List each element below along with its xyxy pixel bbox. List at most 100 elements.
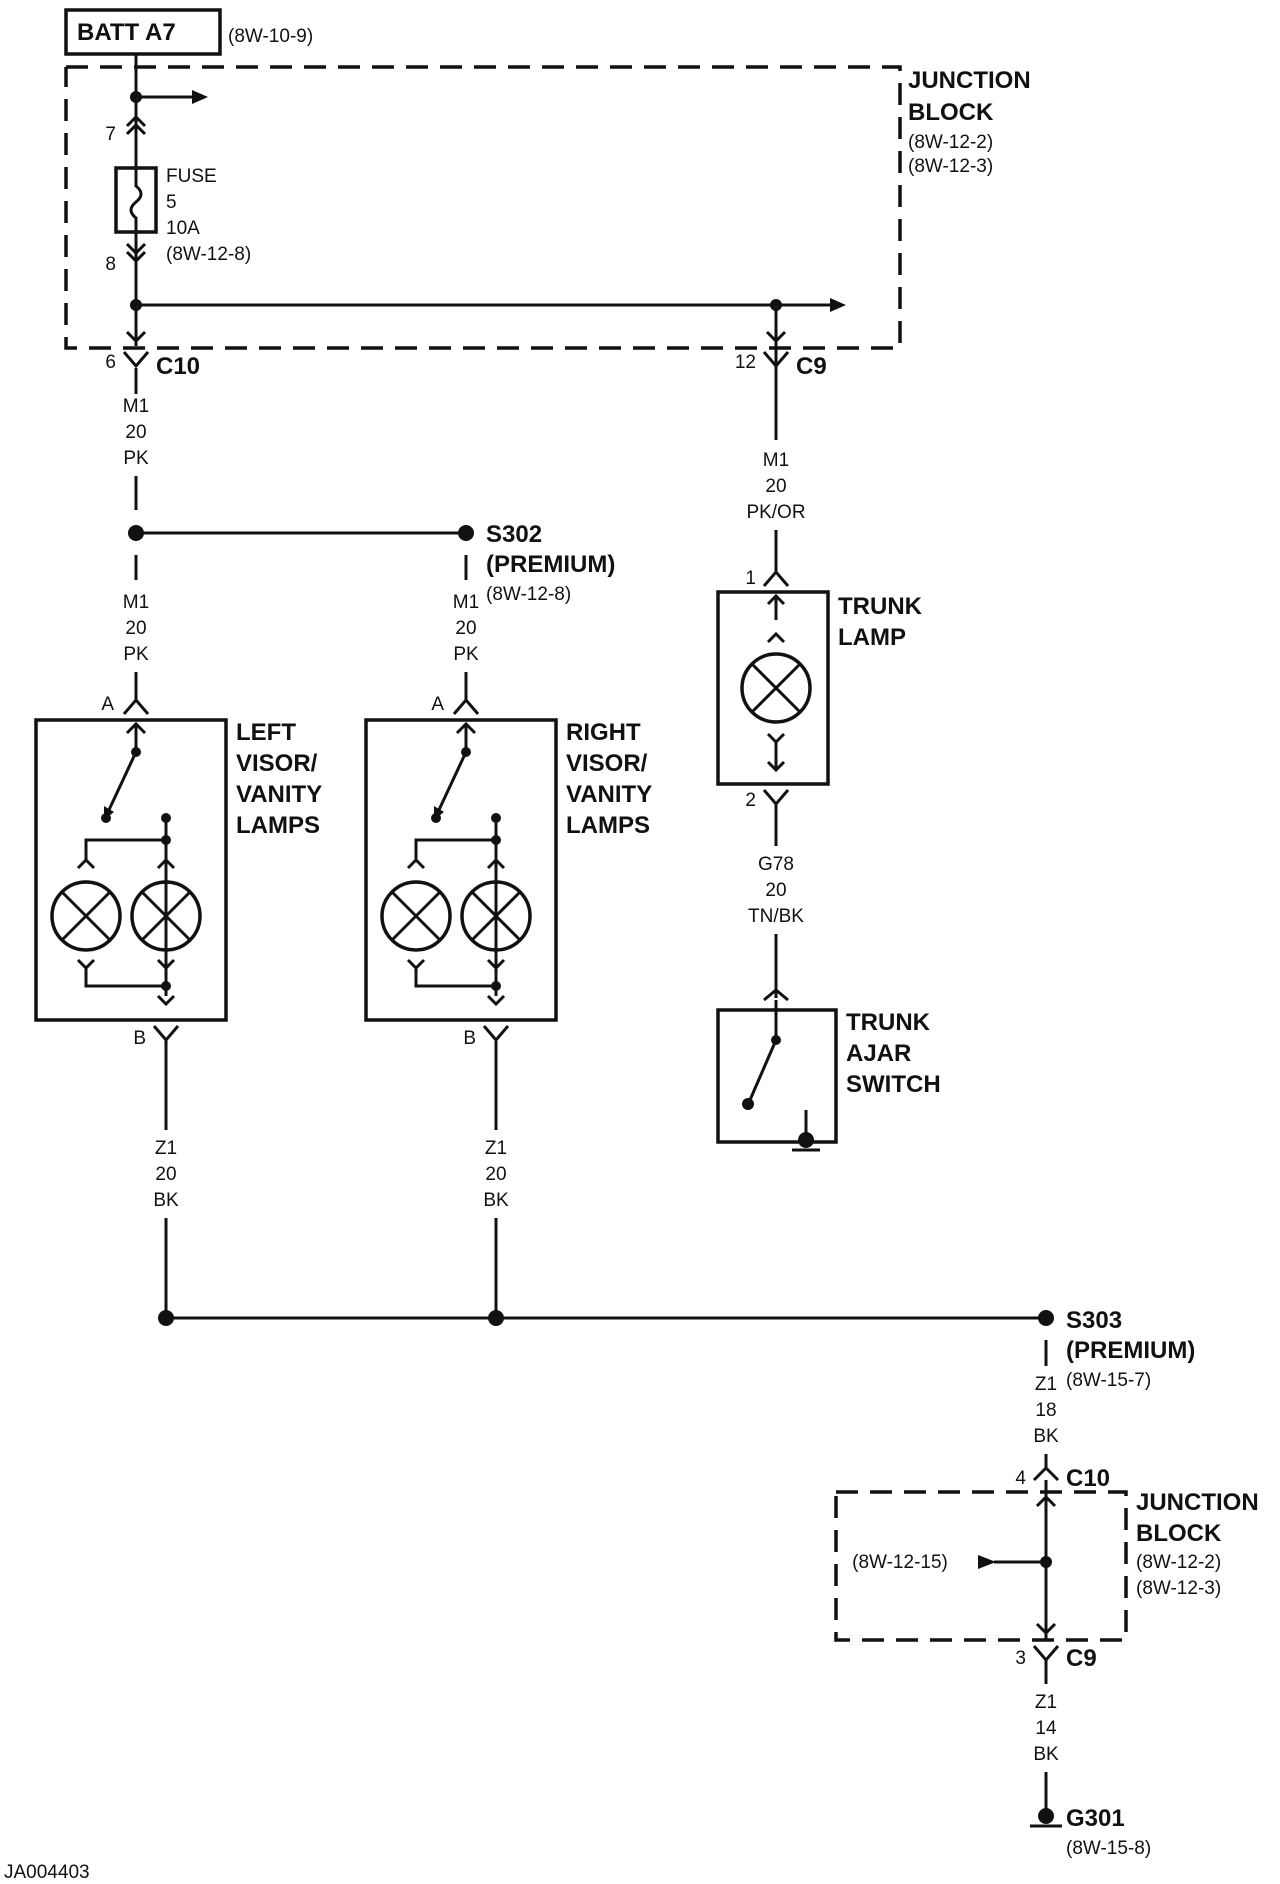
right-label-4: LAMPS bbox=[566, 812, 650, 839]
jb-bottom-title-2: BLOCK bbox=[1136, 1520, 1222, 1547]
w6-gauge: 20 bbox=[155, 1164, 176, 1185]
s303-mid-dot bbox=[488, 1310, 504, 1326]
w2-gauge: 20 bbox=[125, 618, 146, 639]
bottom-jb-branch-arrow bbox=[978, 1555, 996, 1569]
batt-ref: (8W-10-9) bbox=[228, 26, 313, 47]
right-lamp-2-icon bbox=[460, 880, 532, 952]
w2-circuit: M1 bbox=[123, 592, 149, 613]
figure-id: JA004403 bbox=[4, 1862, 90, 1883]
w4-gauge: 20 bbox=[765, 476, 786, 497]
w6-circuit: Z1 bbox=[155, 1138, 177, 1159]
jb-bottom-title-1: JUNCTION bbox=[1136, 1489, 1259, 1516]
s303-name: S303 bbox=[1066, 1307, 1122, 1334]
s303-sub: (PREMIUM) bbox=[1066, 1337, 1195, 1364]
bottom-c9-name: C9 bbox=[1066, 1645, 1097, 1672]
right-pin-b-connector bbox=[482, 1025, 510, 1043]
w4-color: PK/OR bbox=[746, 502, 805, 523]
right-bot-dot bbox=[491, 981, 501, 991]
w3-gauge: 20 bbox=[455, 618, 476, 639]
trunk-lamp-pin2: 2 bbox=[745, 790, 756, 811]
left-lamp1-conn-bot bbox=[76, 958, 96, 971]
left-pin-b-connector bbox=[152, 1025, 180, 1043]
right-pin-b: B bbox=[463, 1028, 476, 1049]
w9-circuit: Z1 bbox=[1035, 1692, 1057, 1713]
w5-gauge: 20 bbox=[765, 880, 786, 901]
fuse-element bbox=[129, 168, 143, 232]
right-switch-blade bbox=[436, 751, 468, 813]
c10-pin: 6 bbox=[105, 352, 116, 373]
trunk-switch-label-2: AJAR bbox=[846, 1040, 911, 1067]
s302-name: S302 bbox=[486, 521, 542, 548]
left-lamp-2-icon bbox=[130, 880, 202, 952]
trunk-lamp-box bbox=[716, 590, 830, 786]
pin7-connector-b bbox=[125, 122, 147, 136]
batt-label: BATT A7 bbox=[77, 19, 176, 46]
c9-bus-arrow bbox=[765, 330, 787, 344]
w1-gauge: 20 bbox=[125, 422, 146, 443]
w5-color: TN/BK bbox=[748, 906, 804, 927]
w7-gauge: 20 bbox=[485, 1164, 506, 1185]
trunk-switch-contact bbox=[742, 1098, 754, 1110]
w1-color: PK bbox=[123, 448, 149, 469]
left-lamp1-conn-top bbox=[76, 857, 96, 870]
batt-a7-box bbox=[64, 8, 222, 56]
left-label-2: VISOR/ bbox=[236, 750, 318, 777]
w5-circuit: G78 bbox=[758, 854, 794, 875]
trunk-switch-label-3: SWITCH bbox=[846, 1071, 941, 1098]
left-switch-blade bbox=[106, 751, 138, 813]
left-lamp-1-x2 bbox=[60, 890, 112, 942]
left-pin-a-connector bbox=[122, 697, 150, 715]
c10-name: C10 bbox=[156, 353, 200, 380]
left-switch-contact bbox=[101, 813, 111, 823]
bottom-jb-inner-bot bbox=[1035, 1622, 1057, 1636]
trunk-lamp-label-1: TRUNK bbox=[838, 593, 923, 620]
right-lamp2-conn-top bbox=[486, 857, 506, 870]
fuse-label-1: FUSE bbox=[166, 166, 217, 187]
trunk-switch-label-1: TRUNK bbox=[846, 1009, 931, 1036]
left-bot-dot bbox=[161, 981, 171, 991]
right-pin-a-connector bbox=[452, 697, 480, 715]
w8-gauge: 18 bbox=[1035, 1400, 1056, 1421]
left-label-1: LEFT bbox=[236, 719, 296, 746]
trunk-lamp-bulb-icon bbox=[740, 652, 812, 724]
bottom-c9-connector bbox=[1032, 1645, 1060, 1663]
w3-circuit: M1 bbox=[453, 592, 479, 613]
w7-color: BK bbox=[483, 1190, 509, 1211]
right-switch-contact bbox=[431, 813, 441, 823]
left-lamp-1-icon bbox=[50, 880, 122, 952]
right-lamp-2-x2 bbox=[470, 890, 522, 942]
c10-bus-arrow bbox=[125, 330, 147, 344]
jb-bottom-ref-2: (8W-12-3) bbox=[1136, 1578, 1221, 1599]
fuse-label-3: 10A bbox=[166, 218, 200, 239]
bottom-c10-pin: 4 bbox=[1015, 1468, 1026, 1489]
junction-block-top-outline bbox=[64, 65, 902, 350]
left-lamp2-conn-top bbox=[156, 857, 176, 870]
w4-circuit: M1 bbox=[763, 450, 789, 471]
g301-name: G301 bbox=[1066, 1805, 1125, 1832]
right-inner-conn-b bbox=[486, 994, 506, 1007]
feed-branch-arrow bbox=[192, 90, 208, 104]
w8-color: BK bbox=[1033, 1426, 1059, 1447]
bottom-jb-inner-top bbox=[1035, 1494, 1057, 1508]
bus-arrow bbox=[830, 298, 846, 312]
bottom-c10-connector bbox=[1032, 1465, 1060, 1482]
fuse-label-2: 5 bbox=[166, 192, 177, 213]
w7-circuit: Z1 bbox=[485, 1138, 507, 1159]
g301-ground-dot bbox=[1038, 1808, 1054, 1824]
w8-circuit: Z1 bbox=[1035, 1374, 1057, 1395]
trunk-lamp-pin2-connector bbox=[762, 789, 790, 807]
pin8-connector bbox=[125, 242, 147, 256]
c10-connector bbox=[122, 351, 150, 369]
right-label-3: VANITY bbox=[566, 781, 652, 808]
right-pin-a: A bbox=[431, 694, 444, 715]
s302-dot bbox=[458, 525, 474, 541]
right-lamp2-conn-bot bbox=[486, 958, 506, 971]
c9-pin: 12 bbox=[735, 352, 756, 373]
jb-top-title-2: BLOCK bbox=[908, 99, 994, 126]
jb-top-ref-2: (8W-12-3) bbox=[908, 156, 993, 177]
right-lamp-top-bus bbox=[414, 838, 496, 862]
bottom-jb-inner-ref: (8W-12-15) bbox=[852, 1552, 948, 1573]
right-lamp-1-icon bbox=[380, 880, 452, 952]
